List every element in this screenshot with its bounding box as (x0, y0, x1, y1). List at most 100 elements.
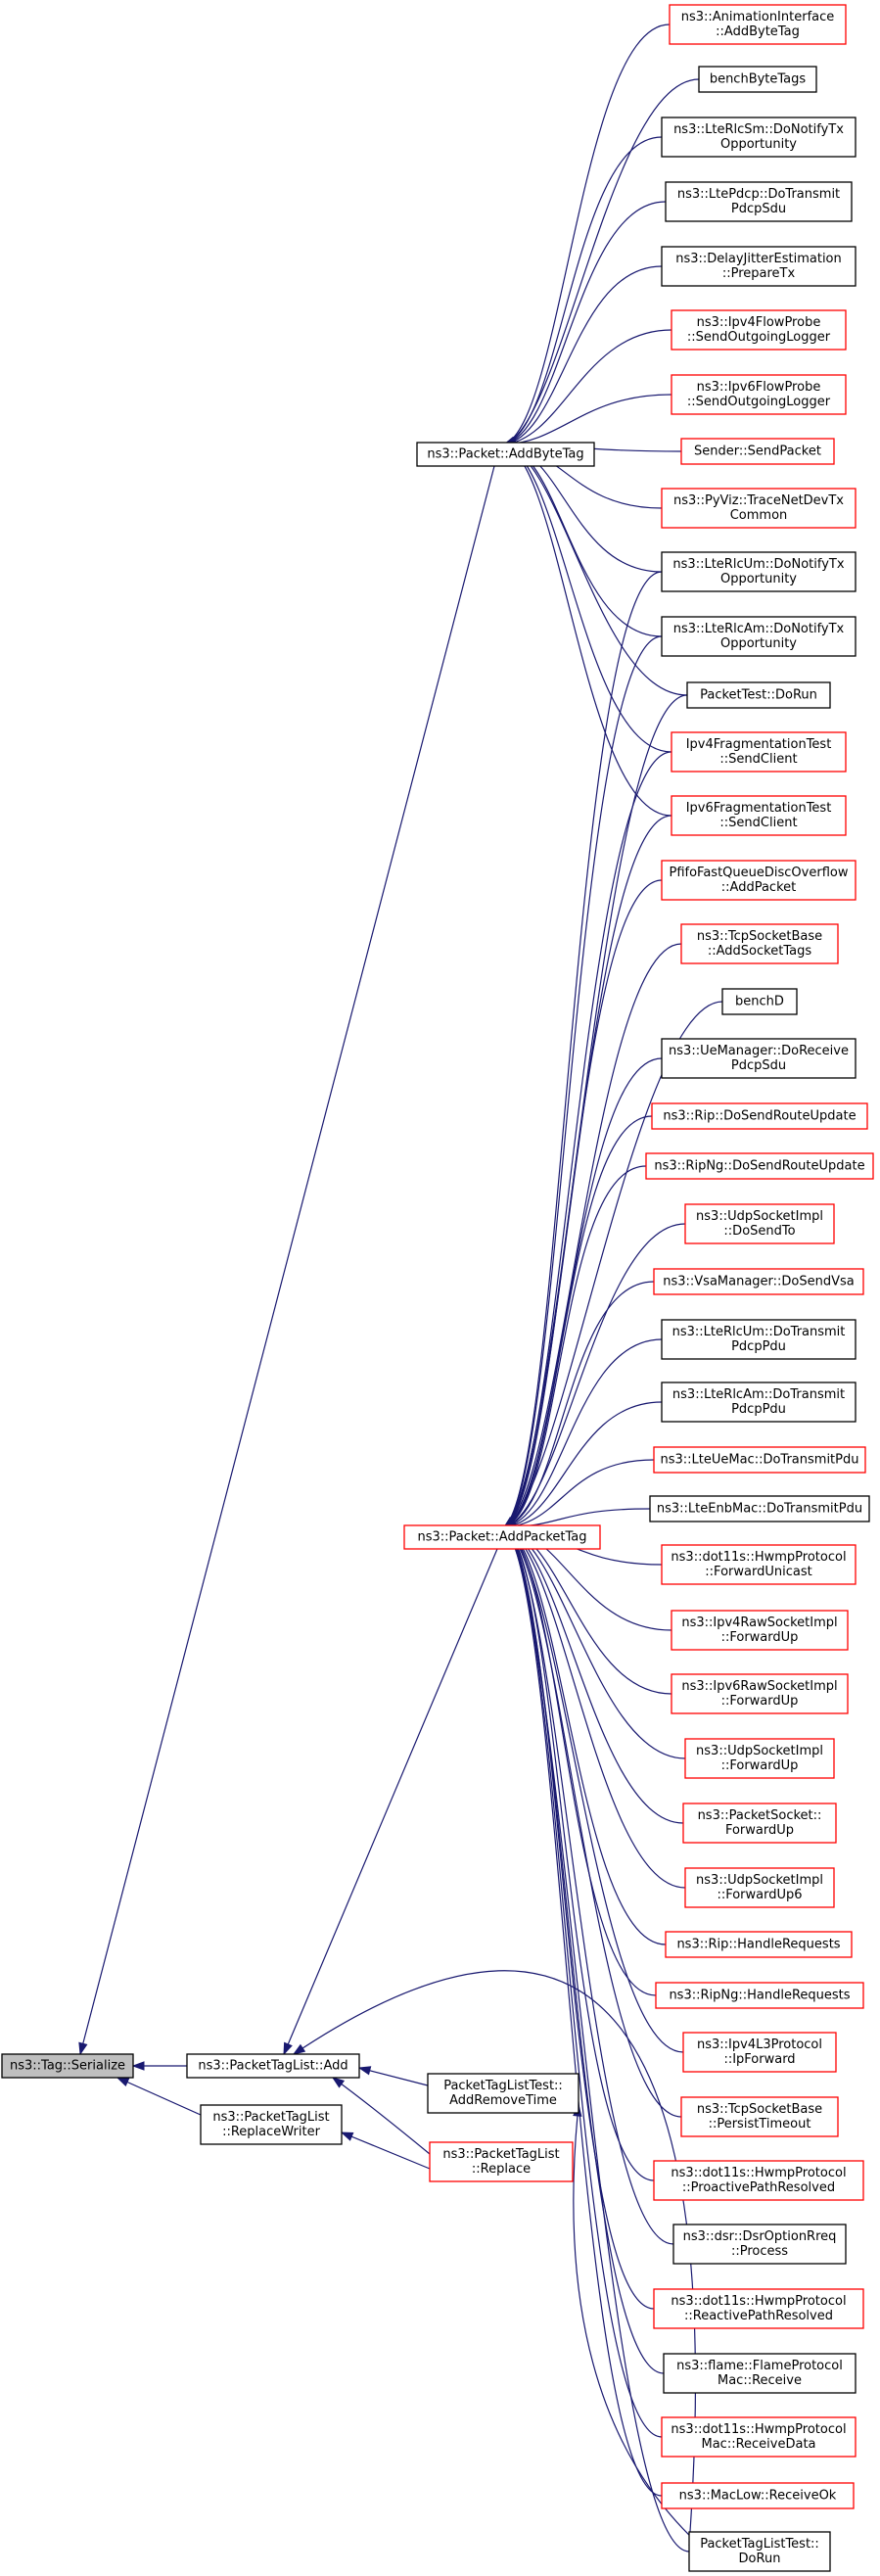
node-label: ns3::Ipv4FlowProbe (697, 315, 821, 330)
node-label: ns3::flame::FlameProtocol (676, 2359, 843, 2373)
node-tag-serialize[interactable]: ns3::Tag::Serialize (1, 2053, 134, 2079)
node-label: Ipv4FragmentationTest (686, 737, 832, 752)
node-packetsocket-fwdup[interactable]: ns3::PacketSocket::ForwardUp (682, 1803, 837, 1844)
edge-ptlt_addremove-to-ptl_add (358, 2067, 429, 2086)
node-box (651, 1102, 868, 1130)
node-ipv4raw-fwdup[interactable]: ns3::Ipv4RawSocketImpl::ForwardUp (671, 1610, 849, 1651)
node-pfifo[interactable]: PfifoFastQueueDiscOverflow::AddPacket (661, 860, 857, 901)
node-label: ns3::DelayJitterEstimation (675, 252, 842, 266)
node-label: ns3::Ipv6RawSocketImpl (681, 1679, 837, 1694)
node-rip-handle[interactable]: ns3::Rip::HandleRequests (665, 1931, 853, 1958)
node-box (698, 66, 817, 93)
node-label: ::SendOutgoingLogger (687, 330, 831, 345)
node-lteenbmac[interactable]: ns3::LteEnbMac::DoTransmitPdu (649, 1495, 870, 1522)
node-ipv4l3-ipforward[interactable]: ns3::Ipv4L3Protocol::IpForward (682, 2032, 837, 2073)
node-ptl-add[interactable]: ns3::PacketTagList::Add (186, 2053, 360, 2079)
node-ptlt-addremove[interactable]: PacketTagListTest::AddRemoveTime (427, 2073, 579, 2114)
node-tcpsocketbase-persist[interactable]: ns3::TcpSocketBase::PersistTimeout (680, 2096, 839, 2137)
edge-ltercam_notify-to-addpackettag (503, 635, 663, 1528)
node-ipv6frag[interactable]: Ipv6FragmentationTest::SendClient (671, 795, 847, 836)
node-delayjitter[interactable]: ns3::DelayJitterEstimation::PrepareTx (661, 246, 857, 287)
edge-addpackettag-to-ptl_add (283, 1548, 498, 2055)
node-ripng-sendroute[interactable]: ns3::RipNg::DoSendRouteUpdate (645, 1152, 874, 1180)
edge-vsamanager-to-addpackettag (503, 1281, 655, 1528)
edge-ipv4frag-to-addbytetag (503, 444, 672, 753)
node-ptl-replacewriter[interactable]: ns3::PacketTagList::ReplaceWriter (200, 2104, 343, 2145)
node-packettest-dorun[interactable]: PacketTest::DoRun (686, 681, 831, 709)
node-label: ::ForwardUp (721, 1630, 799, 1645)
node-box (680, 2096, 839, 2137)
node-box (671, 309, 847, 351)
node-label: ns3::LtePdcp::DoTransmit (677, 187, 840, 202)
node-label: Ipv6FragmentationTest (686, 801, 832, 816)
node-label: ns3::UeManager::DoReceive (669, 1044, 849, 1058)
node-hwmp-receivedata[interactable]: ns3::dot11s::HwmpProtocolMac::ReceiveDat… (661, 2416, 857, 2458)
edge-packettest_dorun-to-addbytetag (503, 444, 688, 696)
node-label: ns3::PacketTagList (442, 2147, 559, 2162)
node-box (661, 860, 857, 901)
node-label: ForwardUp (725, 1823, 794, 1838)
node-benchbytetags[interactable]: benchByteTags (698, 66, 817, 93)
node-label: ::ForwardUp (721, 1758, 799, 1773)
node-anim-addbytetag[interactable]: ns3::AnimationInterface::AddByteTag (669, 4, 847, 45)
node-ptl-replace[interactable]: ns3::PacketTagList::Replace (429, 2141, 574, 2182)
edge-rip_sendroute-to-addpackettag (503, 1115, 653, 1528)
edge-dsr_process-to-addpackettag (503, 1526, 674, 2245)
node-hwmp-reactive[interactable]: ns3::dot11s::HwmpProtocol::ReactivePathR… (653, 2288, 864, 2329)
node-box (684, 1867, 835, 1908)
node-benchd[interactable]: benchD (721, 988, 798, 1015)
node-ipv4flowprobe[interactable]: ns3::Ipv4FlowProbe::SendOutgoingLogger (671, 309, 847, 351)
node-box (427, 2073, 579, 2114)
node-label: ::ReplaceWriter (222, 2125, 321, 2139)
node-udpsocketimpl-fwdup[interactable]: ns3::UdpSocketImpl::ForwardUp (684, 1738, 835, 1779)
node-label: ns3::dot11s::HwmpProtocol (671, 1550, 846, 1565)
node-sender-sendpacket[interactable]: Sender::SendPacket (680, 438, 835, 465)
node-maclow-receiveok[interactable]: ns3::MacLow::ReceiveOk (661, 2482, 855, 2509)
edge-anim_addbytetag-to-addbytetag (503, 23, 671, 445)
node-hwmp-proactive[interactable]: ns3::dot11s::HwmpProtocol::ProactivePath… (653, 2160, 864, 2201)
node-label: PacketTagListTest:: (443, 2079, 563, 2093)
node-ptlt-dorun[interactable]: PacketTagListTest::DoRun (688, 2531, 831, 2572)
node-box (649, 1495, 870, 1522)
node-addpackettag[interactable]: ns3::Packet::AddPacketTag (403, 1524, 601, 1550)
node-label: ns3::VsaManager::DoSendVsa (663, 1275, 855, 1289)
node-ripng-handle[interactable]: ns3::RipNg::HandleRequests (655, 1982, 864, 2009)
node-label: ::ForwardUnicast (705, 1565, 811, 1579)
node-hwmp-fwdunicast[interactable]: ns3::dot11s::HwmpProtocol::ForwardUnicas… (661, 1544, 857, 1585)
node-label: Common (730, 508, 788, 523)
node-box (661, 1319, 857, 1360)
node-tcpsocketbase-tags[interactable]: ns3::TcpSocketBase::AddSocketTags (680, 923, 839, 964)
node-dsr-process[interactable]: ns3::dsr::DsrOptionRreq::Process (672, 2224, 847, 2265)
node-label: PdcpSdu (731, 202, 786, 216)
node-box (672, 2224, 847, 2265)
node-rip-sendroute[interactable]: ns3::Rip::DoSendRouteUpdate (651, 1102, 868, 1130)
node-label: ns3::RipNg::HandleRequests (669, 1989, 850, 2003)
edge-ptl_replace-to-ptl_replacewriter (341, 2131, 431, 2170)
node-ipv4frag[interactable]: Ipv4FragmentationTest::SendClient (671, 731, 847, 773)
node-udpsocketimpl-sendto[interactable]: ns3::UdpSocketImpl::DoSendTo (684, 1203, 835, 1244)
node-ipv6raw-fwdup[interactable]: ns3::Ipv6RawSocketImpl::ForwardUp (671, 1673, 849, 1714)
node-label: ns3::PyViz::TraceNetDevTx (673, 493, 844, 508)
node-box (661, 616, 857, 657)
node-label: ns3::LteRlcAm::DoNotifyTx (673, 622, 845, 636)
node-lteuemac[interactable]: ns3::LteUeMac::DoTransmitPdu (653, 1446, 866, 1474)
arrowhead-ptlt_addremove-to-ptl_add (357, 2066, 372, 2076)
node-vsamanager[interactable]: ns3::VsaManager::DoSendVsa (653, 1268, 864, 1295)
node-ipv6flowprobe[interactable]: ns3::Ipv6FlowProbe::SendOutgoingLogger (671, 374, 847, 415)
node-addbytetag[interactable]: ns3::Packet::AddByteTag (416, 442, 595, 467)
node-label: ::AddPacket (721, 880, 796, 895)
node-label: ns3::TcpSocketBase (697, 929, 822, 944)
edge-udpsocketimpl_fwdup6-to-addpackettag (503, 1526, 686, 1889)
node-label: ns3::dsr::DsrOptionRreq (683, 2229, 837, 2244)
node-udpsocketimpl-fwdup6[interactable]: ns3::UdpSocketImpl::ForwardUp6 (684, 1867, 835, 1908)
